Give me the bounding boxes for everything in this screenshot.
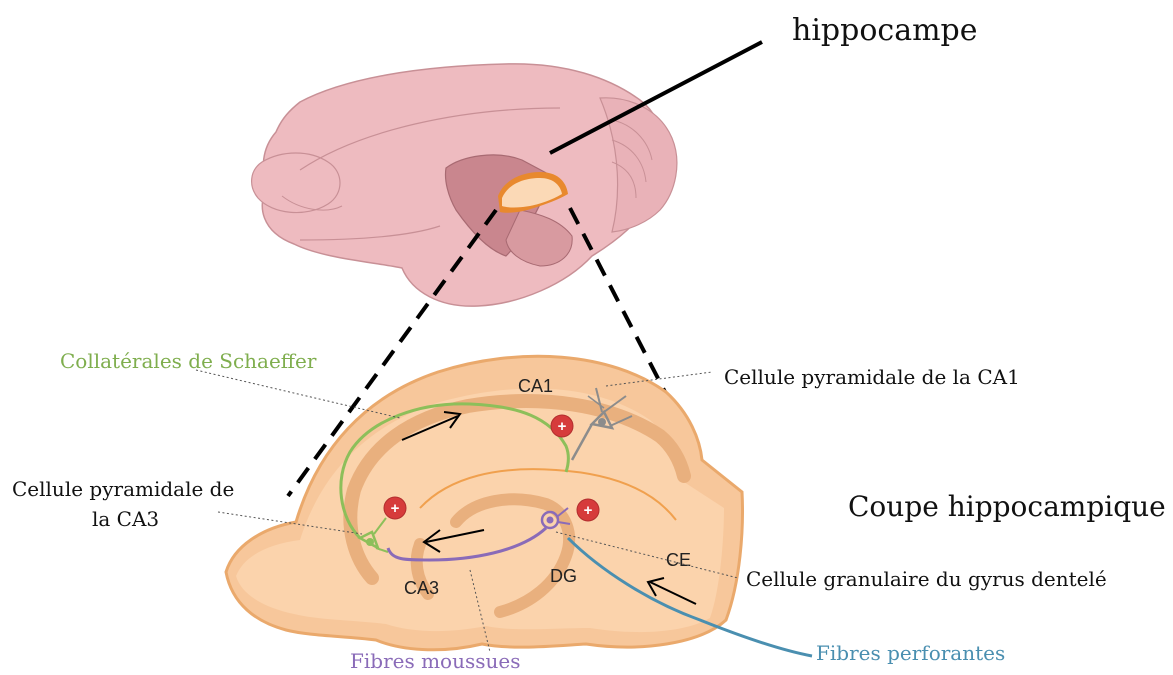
coupe-label: Coupe hippocampique [848, 490, 1166, 523]
rodent-brain [252, 64, 677, 306]
ca3-cell-label-line2: la CA3 [92, 507, 159, 531]
excitatory-synapse-dg: + [577, 499, 599, 521]
granule-cell-label: Cellule granulaire du gyrus dentelé [746, 567, 1107, 591]
schaeffer-label: Collatérales de Schaeffer [60, 349, 317, 373]
ca3-label: CA3 [404, 578, 439, 598]
excitatory-synapse-ca3: + [384, 497, 406, 519]
hippocampe-label: hippocampe [792, 13, 977, 48]
ca1-label: CA1 [518, 376, 553, 396]
ce-label: CE [666, 550, 691, 570]
mossy-fibers-label: Fibres moussues [350, 649, 521, 673]
dg-label: DG [550, 566, 577, 586]
plus-sign: + [584, 502, 593, 519]
plus-sign: + [391, 500, 400, 517]
plus-sign: + [558, 418, 567, 435]
ca3-cell-label-line1: Cellule pyramidale de [12, 477, 234, 501]
excitatory-synapse-ca1: + [551, 415, 573, 437]
ca1-cell-label: Cellule pyramidale de la CA1 [724, 365, 1020, 389]
perforant-fibers-label: Fibres perforantes [816, 641, 1005, 665]
